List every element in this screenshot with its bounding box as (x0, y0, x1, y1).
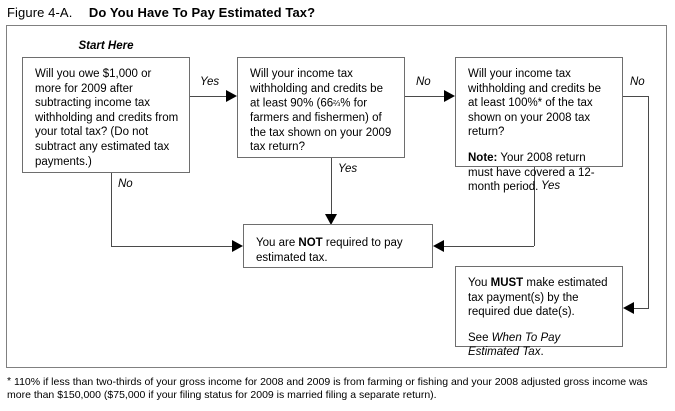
connector-q3-no-horizontal-top (623, 96, 649, 97)
edge-label-start-no: No (116, 178, 135, 190)
footnote: * 110% if less than two-thirds of your g… (7, 376, 669, 402)
decision-box-owe-1000-text: Will you owe $1,000 or more for 2009 aft… (35, 68, 179, 168)
connector-q3-no-horizontal-bottom (634, 308, 649, 309)
q2-prefix-text: Will your income tax withholding and cre… (250, 68, 383, 110)
connector-q2-yes-arrowhead (325, 214, 337, 225)
outcome-box-not-required: You are NOT required to pay estimated ta… (243, 224, 433, 268)
connector-q3-yes-arrowhead (433, 240, 444, 252)
decision-box-owe-1000: Will you owe $1,000 or more for 2009 aft… (22, 57, 190, 173)
outcome-box-must-pay: You MUST make estimated tax payment(s) b… (455, 266, 623, 358)
figure-title-row: Figure 4-A. Do You Have To Pay Estimated… (7, 4, 667, 22)
connector-q3-no-arrowhead (623, 302, 634, 314)
footnote-text: 110% if less than two-thirds of your gro… (7, 376, 648, 401)
q2-suffix-text: % for farmers and fishermen) of the tax … (250, 97, 392, 154)
edge-label-q2-yes: Yes (336, 163, 360, 175)
connector-q2-no-line (405, 96, 444, 97)
connector-q3-yes-vertical (534, 167, 535, 246)
outcome-box-must-pay-text: You MUST make estimated tax payment(s) b… (468, 276, 612, 320)
connector-start-no-arrowhead (232, 240, 243, 252)
must-pay-after: make estimated tax payment(s) by the req… (468, 277, 608, 319)
connector-q2-no-arrowhead (444, 90, 455, 102)
decision-box-current-year-withholding-text: Will your income tax withholding and cre… (250, 67, 394, 155)
edge-label-start-yes: Yes (198, 76, 222, 88)
connector-q3-yes-horizontal (444, 246, 534, 247)
decision-box-prior-year-tax-text: Will your income tax withholding and cre… (468, 68, 601, 139)
outcome-box-not-required-text: You are NOT required to pay estimated ta… (256, 236, 422, 265)
not-emphasis: NOT (298, 237, 323, 249)
decision-box-prior-year-note: Note: Your 2008 return must have covered… (468, 151, 612, 195)
page-title: Do You Have To Pay Estimated Tax? (88, 5, 316, 20)
must-pay-before: You (468, 277, 491, 289)
must-emphasis: MUST (490, 277, 524, 289)
connector-start-no-vertical (111, 173, 112, 246)
figure-number-label: Figure 4-A. (7, 5, 73, 20)
see-reference-title: When To Pay Estimated Tax (468, 331, 561, 359)
see-prefix: See (468, 331, 492, 344)
two-thirds-fraction: ⅔ (333, 98, 341, 109)
edge-label-q3-yes: Yes (539, 180, 563, 192)
outcome-box-must-pay-reference: See When To Pay Estimated Tax. (468, 331, 612, 360)
note-label: Note: (468, 151, 498, 164)
not-required-after: required to pay estimated tax. (256, 237, 403, 264)
edge-label-q2-no: No (414, 76, 433, 88)
start-here-caption: Start Here (78, 40, 134, 52)
decision-box-prior-year-tax: Will your income tax withholding and cre… (455, 57, 623, 193)
not-required-before: You are (256, 237, 299, 249)
connector-start-yes-arrowhead (226, 90, 237, 102)
connector-start-yes-line (190, 96, 226, 97)
footnote-marker: * (7, 375, 12, 387)
see-suffix: . (540, 346, 544, 359)
connector-q3-no-vertical (648, 96, 649, 308)
connector-start-no-horizontal (111, 246, 232, 247)
note-body: Your 2008 return must have covered a 12-… (468, 151, 595, 194)
connector-q2-yes-vertical (331, 158, 332, 216)
edge-label-q3-no: No (628, 76, 647, 88)
decision-box-current-year-withholding: Will your income tax withholding and cre… (237, 57, 405, 158)
